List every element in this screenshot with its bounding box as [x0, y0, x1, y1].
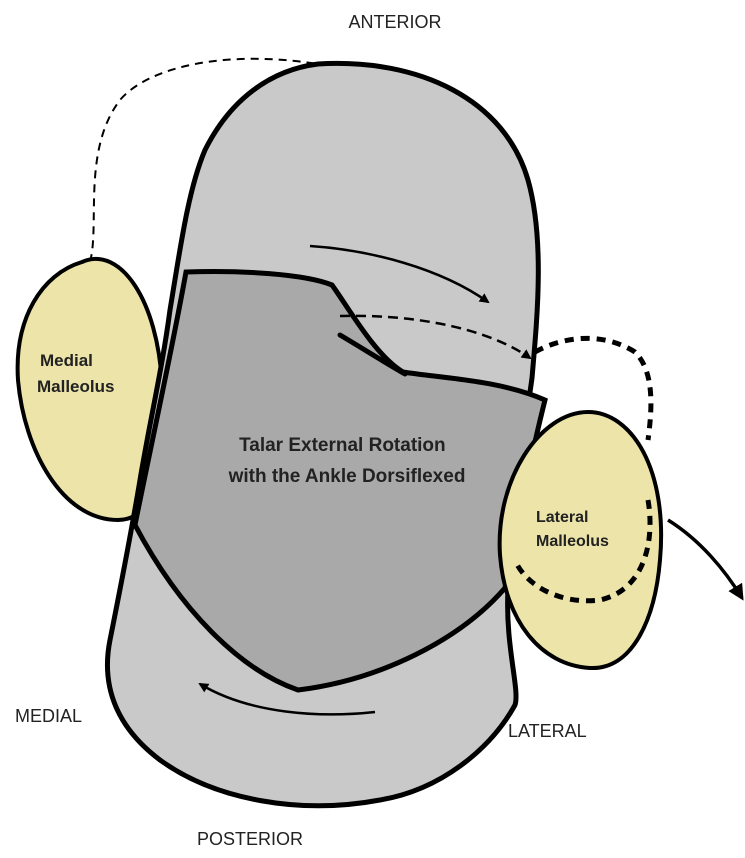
lateral-label: LATERAL — [508, 721, 587, 741]
posterior-label: POSTERIOR — [197, 829, 303, 849]
medial-malleolus-label-line2: Malleolus — [37, 377, 114, 396]
medial-label: MEDIAL — [15, 706, 82, 726]
talus-label-line2: with the Ankle Dorsiflexed — [228, 466, 466, 487]
lateral-displacement-arrow — [668, 520, 742, 598]
talus-label-line1: Talar External Rotation — [239, 435, 446, 456]
medial-malleolus-label-line1: Medial — [40, 351, 93, 370]
lateral-malleolus-label-line1: Lateral — [536, 509, 588, 526]
anterior-label: ANTERIOR — [348, 12, 441, 32]
lateral-malleolus-label-line2: Malleolus — [536, 533, 609, 550]
